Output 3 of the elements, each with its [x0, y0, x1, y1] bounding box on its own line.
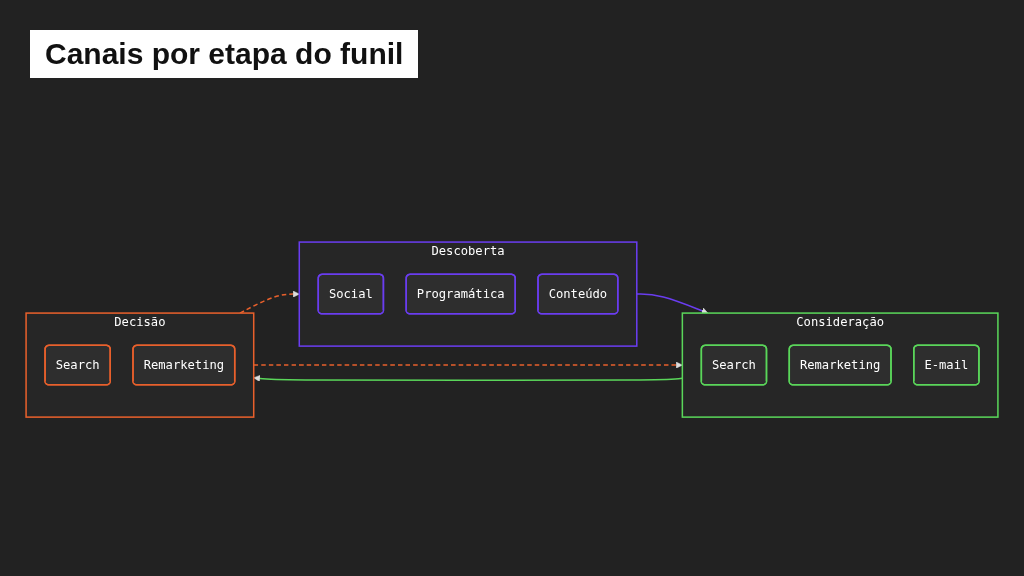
title-banner: Canais por etapa do funil: [30, 30, 419, 78]
arrow: [636, 293, 709, 315]
arrow: [239, 291, 300, 315]
